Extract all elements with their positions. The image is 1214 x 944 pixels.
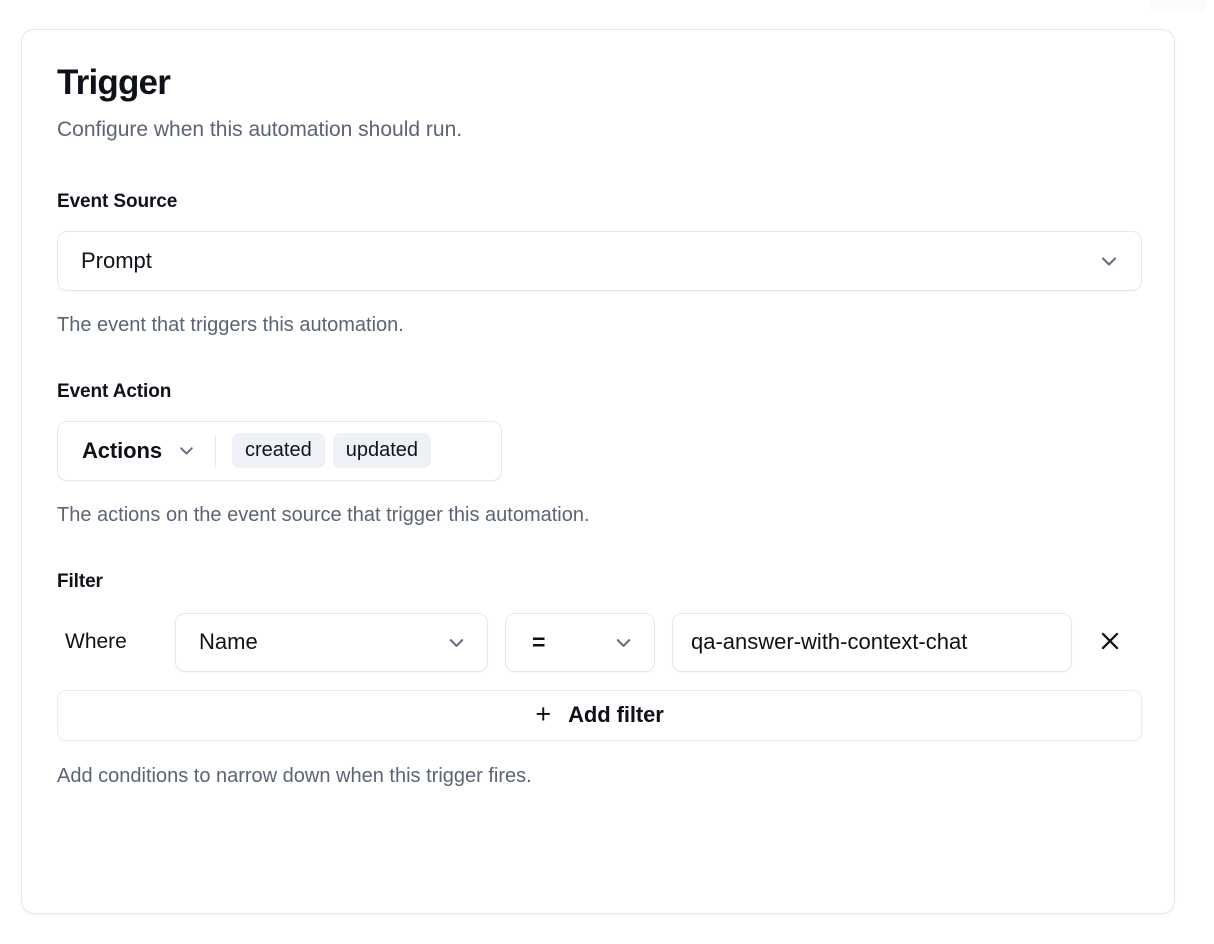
- event-source-select[interactable]: Prompt: [57, 230, 1142, 291]
- top-edge-artifact: [1150, 0, 1206, 12]
- event-source-block: Event Source Prompt The event that trigg…: [57, 190, 1142, 338]
- where-label: Where: [65, 630, 127, 654]
- event-action-helper: The actions on the event source that tri…: [57, 503, 590, 526]
- filter-row: Where Name =: [57, 612, 1139, 672]
- event-source-label: Event Source: [57, 190, 178, 212]
- divider: [214, 434, 216, 467]
- filter-helper: Add conditions to narrow down when this …: [57, 764, 532, 787]
- filter-field-select[interactable]: Name: [175, 612, 488, 672]
- filter-block: Filter Where Name =: [57, 570, 1142, 789]
- event-action-multiselect: Actions created updated: [57, 420, 502, 481]
- event-action-chip-created[interactable]: created: [231, 433, 325, 469]
- filter-field-value: Name: [199, 629, 258, 655]
- page-title: Trigger: [57, 63, 171, 102]
- filter-operator-value: =: [532, 628, 546, 655]
- remove-filter-button[interactable]: [1090, 622, 1130, 662]
- chevron-down-icon: [176, 440, 197, 461]
- event-action-chip-list: created updated: [231, 433, 431, 469]
- event-action-dropdown-trigger[interactable]: Actions: [82, 438, 197, 464]
- chevron-down-icon: [1097, 249, 1121, 273]
- add-filter-label: Add filter: [568, 702, 664, 728]
- add-filter-button[interactable]: + Add filter: [57, 689, 1142, 741]
- event-source-helper: The event that triggers this automation.: [57, 313, 404, 336]
- filter-value-field[interactable]: [672, 612, 1072, 672]
- event-source-selected-value: Prompt: [81, 247, 152, 273]
- plus-icon: +: [535, 698, 552, 729]
- filter-value-input[interactable]: [691, 629, 1055, 656]
- chevron-down-icon: [445, 631, 468, 654]
- event-action-label: Event Action: [57, 380, 172, 402]
- filter-label: Filter: [57, 570, 103, 592]
- event-action-trigger-label: Actions: [82, 437, 162, 463]
- page-subtitle: Configure when this automation should ru…: [57, 118, 463, 142]
- trigger-card: Trigger Configure when this automation s…: [21, 29, 1175, 914]
- event-action-chip-updated[interactable]: updated: [332, 433, 431, 469]
- chevron-down-icon: [612, 631, 635, 654]
- event-action-block: Event Action Actions created updated T: [57, 381, 1139, 528]
- close-icon: [1097, 628, 1123, 657]
- filter-operator-select[interactable]: =: [505, 612, 655, 672]
